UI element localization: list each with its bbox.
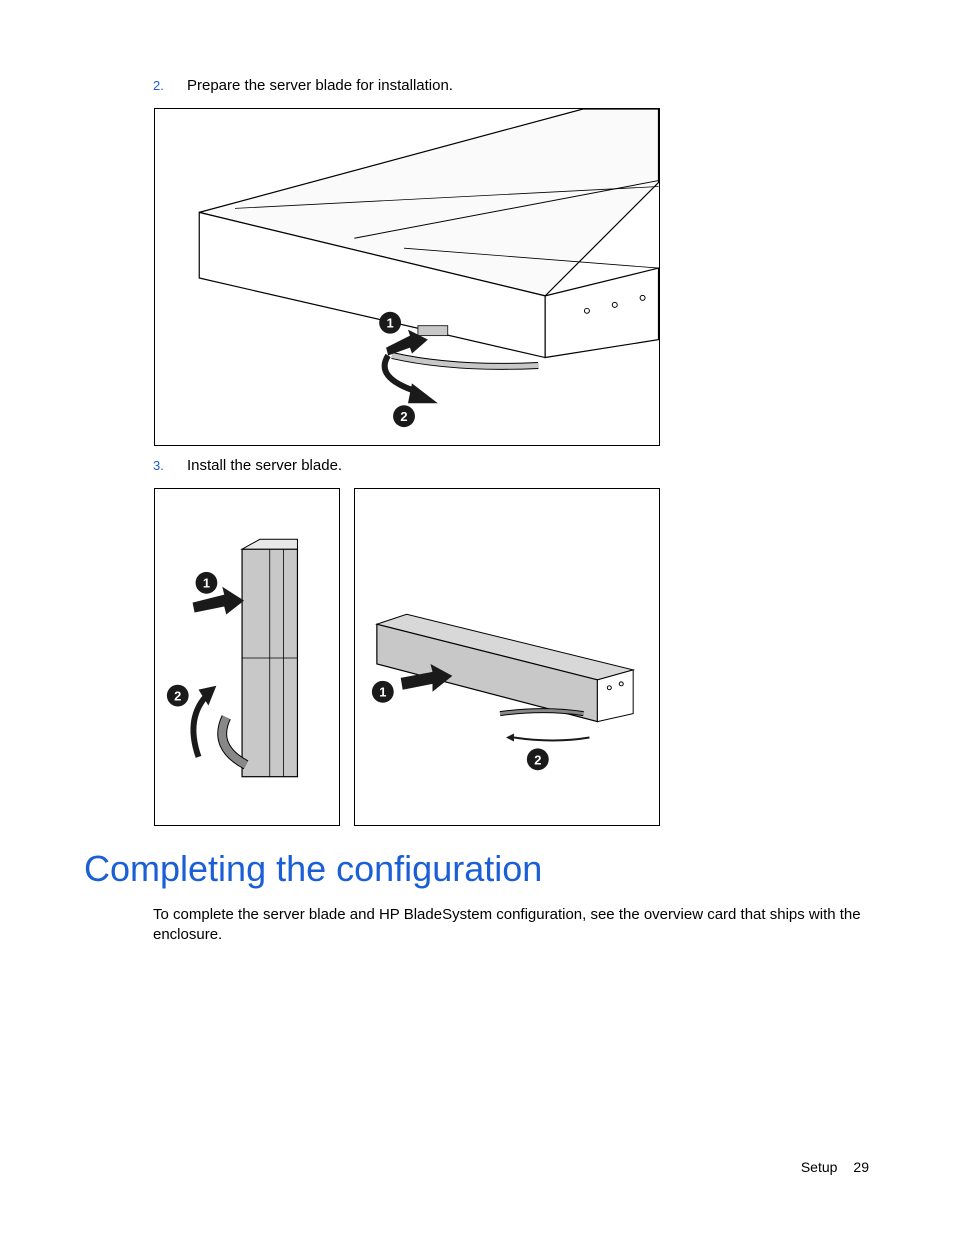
page-footer: Setup 29 xyxy=(801,1159,869,1175)
figure-prepare-blade: 1 2 xyxy=(154,108,660,446)
page-number: 29 xyxy=(853,1159,869,1175)
callout-2: 2 xyxy=(400,409,407,424)
callout-2: 2 xyxy=(174,689,181,704)
footer-section-label: Setup xyxy=(800,1159,838,1175)
step-number: 3. xyxy=(153,458,164,473)
install-horizontal-illustration: 1 2 xyxy=(371,613,636,771)
step-number: 2. xyxy=(153,78,164,93)
section-title: Completing the configuration xyxy=(84,848,543,889)
step-text: Install the server blade. xyxy=(187,457,343,474)
step-text: Prepare the server blade for installatio… xyxy=(187,77,453,94)
section-paragraph: To complete the server blade and HP Blad… xyxy=(153,906,861,943)
step-2: 2. Prepare the server blade for installa… xyxy=(153,76,453,95)
callout-1: 1 xyxy=(379,685,386,700)
install-vertical-illustration: 1 2 xyxy=(166,538,299,778)
callout-1: 1 xyxy=(203,576,210,591)
prepare-blade-illustration: 1 2 xyxy=(198,109,659,428)
figure-install-vertical: 1 2 xyxy=(154,488,340,826)
callout-1: 1 xyxy=(387,316,394,331)
step-3: 3. Install the server blade. xyxy=(153,456,342,475)
figure-install-horizontal: 1 2 xyxy=(354,488,660,826)
callout-2: 2 xyxy=(534,752,541,767)
